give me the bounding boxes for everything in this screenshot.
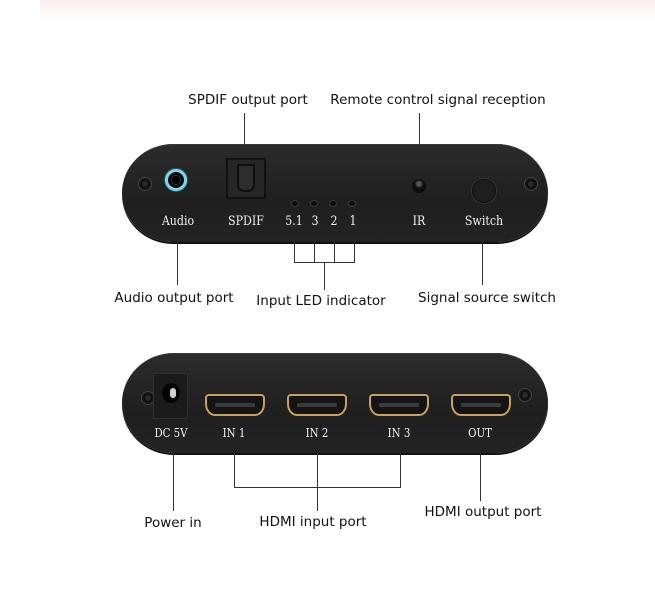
callout-power-in: Power in [144,515,202,531]
hdmi-in1-port-icon [205,394,265,416]
leader-line-hdmi-in [400,453,401,488]
label-ir: IR [412,214,426,229]
leader-bracket-hdmi-in [234,487,401,488]
callout-input-led-indicator: Input LED indicator [256,293,386,309]
screw-icon [524,177,538,191]
callout-spdif-output-port: SPDIF output port [188,92,308,108]
leader-line-led [294,242,295,263]
leader-line-ir [419,113,420,145]
callout-audio-output-port: Audio output port [114,290,234,306]
screw-icon [518,388,532,402]
label-in3: IN 3 [387,426,411,440]
label-led-5-1: 5.1 [285,214,303,229]
leader-line-switch [482,242,483,285]
leader-line-led [314,242,315,263]
audio-jack-icon [165,169,187,191]
hdmi-out-port-icon [451,394,511,416]
callout-hdmi-input-port: HDMI input port [259,514,367,530]
label-out: OUT [468,426,492,440]
label-switch: Switch [464,214,504,229]
ir-receiver-icon [412,179,426,193]
label-led-1: 1 [349,214,357,229]
dc-power-jack-icon [153,373,188,419]
leader-line-power [173,453,174,511]
led-1-icon [349,201,355,206]
leader-line-led [354,242,355,263]
callout-signal-source-switch: Signal source switch [418,290,556,306]
leader-line-hdmi-out [480,453,481,501]
led-2-icon [330,201,336,206]
label-in1: IN 1 [222,426,246,440]
label-in2: IN 2 [305,426,329,440]
hdmi-in2-port-icon [287,394,347,416]
led-5-1-icon [292,201,298,206]
spdif-port-icon [226,158,266,199]
label-dc-5v: DC 5V [154,426,188,440]
leader-line-audio [177,242,178,285]
top-fade [40,0,655,22]
led-3-icon [311,201,317,206]
hdmi-in3-port-icon [369,394,429,416]
leader-line-hdmi-in-center [317,453,318,511]
label-led-3: 3 [311,214,319,229]
label-spdif: SPDIF [228,214,264,229]
leader-line-spdif [244,113,245,145]
callout-remote-control-signal-reception: Remote control signal reception [330,92,546,108]
screw-icon [138,177,152,191]
callout-hdmi-output-port: HDMI output port [424,504,542,520]
switch-button[interactable] [472,179,496,203]
leader-line-hdmi-in [234,453,235,488]
leader-line-led-center [324,262,325,290]
label-audio: Audio [161,214,195,229]
leader-line-led [334,242,335,263]
label-led-2: 2 [330,214,338,229]
